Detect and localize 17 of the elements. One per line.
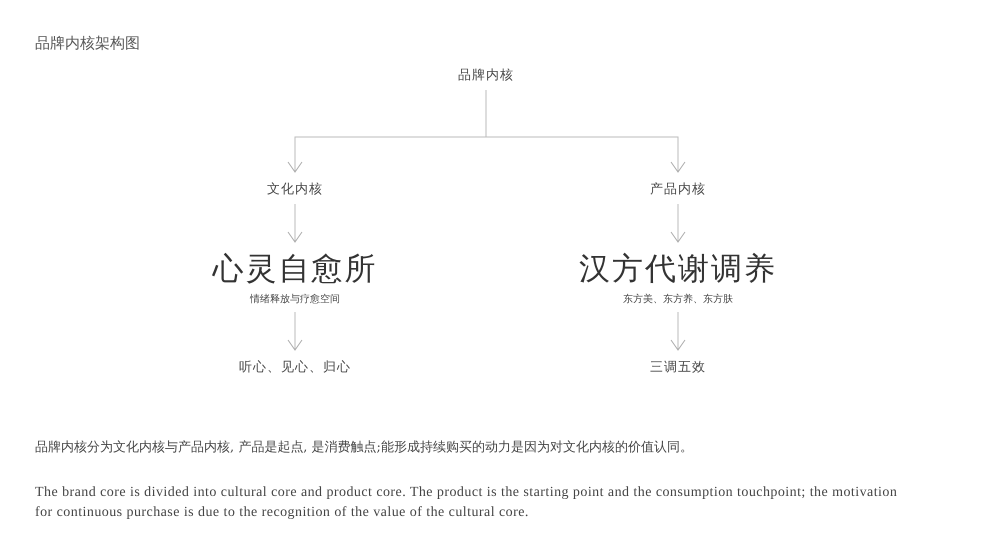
node-label: 产品内核 bbox=[650, 181, 706, 198]
arrow bbox=[288, 204, 302, 242]
node-label: 文化内核 bbox=[267, 181, 323, 198]
arrow bbox=[670, 204, 686, 242]
node-label: 品牌内核 bbox=[458, 67, 514, 84]
paragraph: The brand core is divided into cultural core and product core. The product is the starting point and the consumption touchpoint; the motivation for continuous purchase is due to the recognition of the value of the cultural core. bbox=[35, 484, 898, 522]
heading-text: 心灵自愈所 bbox=[212, 250, 378, 288]
subtitle-text: 情绪释放与疗愈空间 bbox=[248, 292, 341, 306]
arrow bbox=[288, 312, 302, 350]
title: 品牌内核架构图 bbox=[35, 34, 140, 53]
arrow bbox=[670, 312, 686, 350]
node-label: 听心、见心、归心 bbox=[239, 359, 351, 376]
node-label: 三调五效 bbox=[650, 359, 706, 376]
subtitle-text: 东方美、东方养、东方肤 bbox=[622, 292, 734, 306]
arrow bbox=[486, 90, 686, 172]
heading-text: 汉方代谢调养 bbox=[579, 250, 777, 288]
paragraph: 品牌内核分为文化内核与产品内核, 产品是起点, 是消费触点;能形成持续购买的动力是因为对文化内核的价值认同。 bbox=[35, 439, 694, 457]
